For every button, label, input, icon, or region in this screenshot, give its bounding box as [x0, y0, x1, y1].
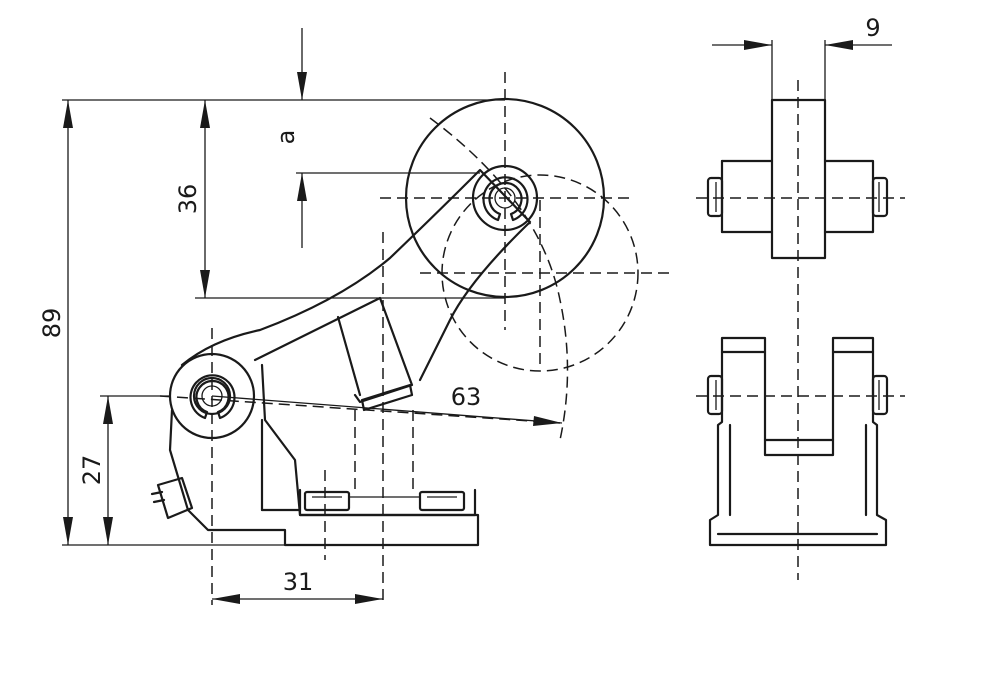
adjust-screw: [156, 476, 194, 520]
swing-arc: [429, 117, 569, 441]
dim-31-label: 31: [283, 568, 314, 596]
side-view: 89 36 a 27 31 63: [38, 28, 670, 605]
dim-27-label: 27: [78, 455, 106, 486]
dim-a-label: a: [272, 130, 300, 145]
dim-89-label: 89: [38, 308, 66, 339]
dim-9-label: 9: [865, 14, 880, 42]
terminal-screw-left: [303, 490, 351, 512]
dim-63-label: 63: [451, 383, 482, 411]
lever-arm: [180, 168, 532, 382]
pivot-circlip: [189, 374, 236, 420]
roller-circlip: [482, 176, 529, 222]
terminal-screw-right: [418, 490, 466, 512]
lower-pin-right: [871, 374, 889, 416]
base-plate: [298, 488, 477, 517]
housing-body: [708, 336, 888, 547]
dim-36-label: 36: [174, 184, 202, 215]
front-view: 9: [696, 14, 905, 580]
actuator-block: [253, 296, 414, 404]
upper-pin-left: [706, 176, 724, 218]
lower-pin-left: [706, 374, 724, 416]
bracket-body: [168, 363, 480, 547]
upper-pin-right: [871, 176, 889, 218]
